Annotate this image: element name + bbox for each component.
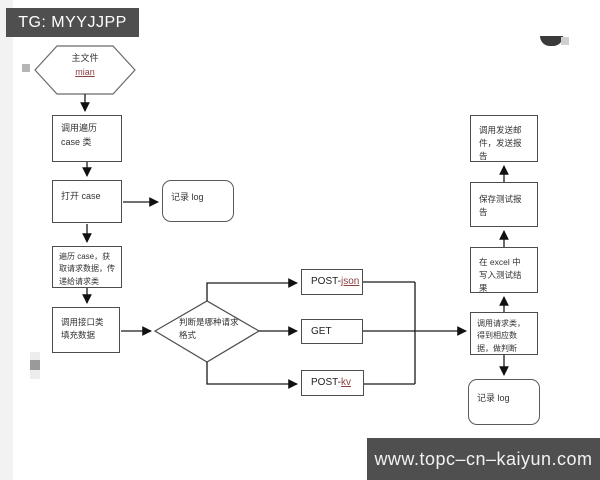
cropped-logo-half-circle bbox=[540, 36, 563, 46]
decision-node-label: 判断是哪种请求格式 bbox=[179, 317, 239, 341]
start-node-label: 主文件 mian bbox=[45, 52, 125, 80]
watermark-tag-text: TG: MYYJJPP bbox=[18, 13, 127, 31]
scan-edge-strip bbox=[0, 0, 13, 480]
start-mian-link[interactable]: mian bbox=[75, 66, 95, 77]
node-write-excel-label: 在 excel 中写入测试结果 bbox=[479, 257, 522, 294]
node-log-right: 记录 log bbox=[468, 379, 540, 425]
watermark-url-text: www.topc–cn–kaiyun.com bbox=[374, 448, 593, 469]
node-traverse-case-label: 遍历 case，获取请求数据，传递给请求类 bbox=[59, 252, 115, 286]
watermark-url-banner[interactable]: www.topc–cn–kaiyun.com bbox=[367, 438, 600, 480]
node-call-traverse-label: 调用遍历 case 类 bbox=[61, 123, 98, 147]
selection-handle-inner bbox=[30, 360, 40, 370]
node-call-traverse-case: 调用遍历 case 类 bbox=[52, 115, 122, 162]
arrow-decision-to-post-json bbox=[206, 278, 298, 301]
start-hexagon-shape bbox=[34, 45, 136, 95]
post-json-link[interactable]: json bbox=[341, 276, 360, 288]
node-post-kv: POST-kv bbox=[301, 370, 364, 396]
node-fill-data-label: 调用接口类填充数据 bbox=[61, 317, 104, 341]
node-open-case: 打开 case bbox=[52, 180, 122, 223]
post-json-prefix: POST- bbox=[311, 276, 342, 288]
start-title: 主文件 bbox=[71, 53, 99, 63]
node-call-request-label: 调用请求类，得到相应数据，做判断 bbox=[477, 319, 525, 353]
post-kv-prefix: POST- bbox=[311, 377, 342, 389]
cropped-logo-gray-square bbox=[561, 37, 569, 45]
node-save-report-label: 保存测试报告 bbox=[479, 194, 522, 218]
node-log-left-label: 记录 log bbox=[171, 192, 204, 202]
node-log-left: 记录 log bbox=[162, 180, 234, 222]
get-label: GET bbox=[311, 325, 332, 337]
node-write-excel-result: 在 excel 中写入测试结果 bbox=[470, 247, 538, 293]
node-save-test-report: 保存测试报告 bbox=[470, 182, 538, 227]
node-send-mail-report: 调用发送邮件，发送报告 bbox=[470, 115, 538, 162]
node-post-json: POST-json bbox=[301, 269, 363, 295]
selection-handle-square bbox=[22, 64, 30, 72]
node-call-request-class: 调用请求类，得到相应数据，做判断 bbox=[470, 312, 538, 355]
node-log-right-label: 记录 log bbox=[477, 393, 510, 403]
arrow-decision-to-post-kv bbox=[206, 362, 298, 389]
node-send-mail-label: 调用发送邮件，发送报告 bbox=[479, 125, 522, 162]
node-get: GET bbox=[301, 319, 363, 344]
node-traverse-case-data: 遍历 case，获取请求数据，传递给请求类 bbox=[52, 246, 122, 288]
selection-handle-strip bbox=[30, 352, 40, 379]
watermark-tag-banner: TG: MYYJJPP bbox=[6, 8, 139, 37]
node-open-case-label: 打开 case bbox=[61, 191, 101, 201]
node-fill-interface-data: 调用接口类填充数据 bbox=[52, 307, 120, 353]
post-kv-link[interactable]: kv bbox=[341, 377, 352, 389]
